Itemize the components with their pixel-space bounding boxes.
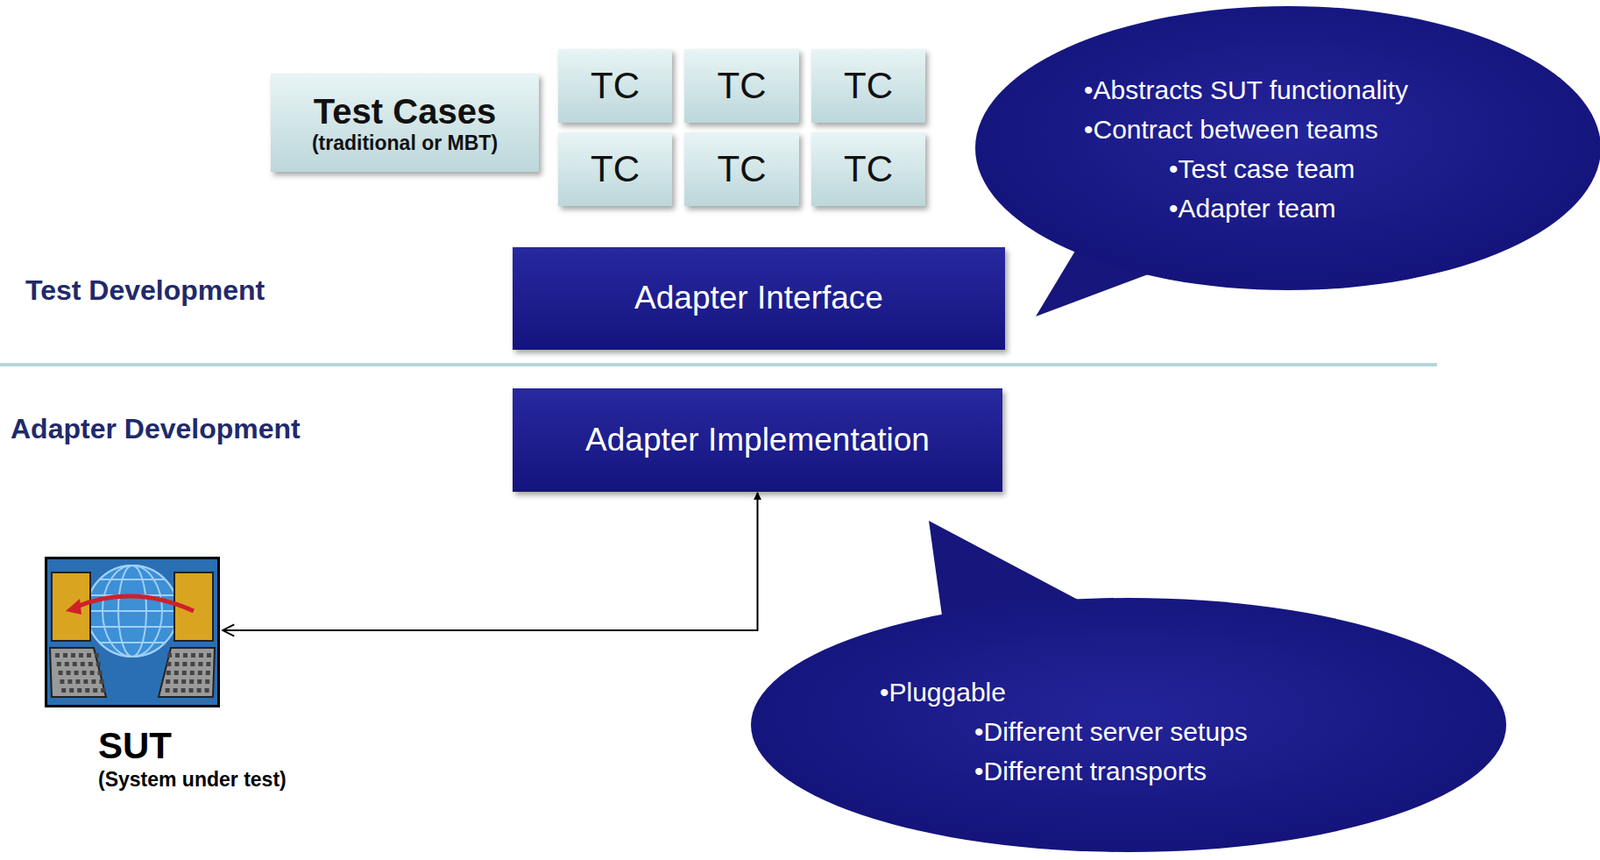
box-label: (traditional or MBT) bbox=[311, 131, 498, 155]
connector bbox=[222, 492, 758, 631]
bullet-item: •Abstracts SUT functionality bbox=[1083, 70, 1409, 110]
callout-bubble: •Abstracts SUT functionality•Contract be… bbox=[974, 5, 1600, 291]
bullet-item: •Adapter team bbox=[1083, 188, 1409, 228]
interface-box: Adapter Interface bbox=[512, 247, 1006, 350]
implementation-box: Adapter Implementation bbox=[512, 388, 1003, 492]
callout-ellipse bbox=[975, 6, 1600, 291]
bullet-item: •Different transports bbox=[879, 750, 1248, 791]
box-label: TC bbox=[590, 64, 640, 107]
callout-ellipse bbox=[750, 597, 1507, 852]
computer-icon bbox=[44, 556, 220, 708]
bullet-item: •Different server setups bbox=[879, 711, 1248, 751]
box-label: TC bbox=[843, 64, 893, 107]
bullet-item: •Pluggable bbox=[879, 672, 1248, 712]
box-label: TC bbox=[590, 148, 640, 191]
test-case-box: TC bbox=[811, 132, 926, 206]
box-label: Test Cases bbox=[313, 91, 496, 132]
sut-subtitle: (System under test) bbox=[44, 766, 287, 792]
test-case-box: TC bbox=[684, 132, 800, 206]
callout-bubble: •Pluggable•Different server setups•Diffe… bbox=[750, 596, 1508, 853]
divider-line bbox=[0, 362, 1438, 367]
test-case-box: TC bbox=[558, 49, 673, 123]
sut-figure: SUT(System under test) bbox=[44, 556, 287, 792]
test-case-box: TC bbox=[558, 132, 673, 206]
box-title: Adapter Interface bbox=[634, 279, 884, 318]
callout-ellipse bbox=[974, 5, 1600, 291]
callout-text: •Pluggable•Different server setups•Diffe… bbox=[879, 672, 1248, 791]
layer-label: Test Development bbox=[25, 274, 265, 307]
box-label: TC bbox=[717, 64, 767, 107]
bullet-item: •Test case team bbox=[1083, 148, 1409, 189]
test-case-box: TC bbox=[811, 49, 926, 123]
bullet-item: •Contract between teams bbox=[1083, 109, 1409, 149]
layer-label: Adapter Development bbox=[10, 412, 301, 446]
test-cases-box: Test Cases(traditional or MBT) bbox=[270, 73, 539, 172]
box-label: TC bbox=[717, 148, 767, 191]
box-title: Adapter Implementation bbox=[585, 421, 930, 460]
callout-text: •Abstracts SUT functionality•Contract be… bbox=[1083, 70, 1409, 228]
test-case-box: TC bbox=[684, 49, 800, 123]
box-label: TC bbox=[843, 148, 893, 191]
sut-title: SUT bbox=[44, 724, 287, 767]
